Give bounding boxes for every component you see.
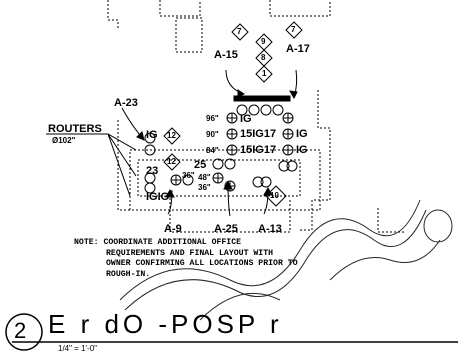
label-ig-r2: IG xyxy=(296,144,308,156)
work-area-outline xyxy=(129,149,321,211)
general-note: NOTE: COORDINATE ADDITIONAL OFFICE REQUI… xyxy=(74,238,298,280)
keynote-diamond-1 xyxy=(255,65,273,83)
callout-a9: A-9 xyxy=(164,223,182,235)
keynote-number: 8 xyxy=(261,53,266,62)
wall-top-mid xyxy=(159,0,201,17)
note-line: NOTE: COORDINATE ADDITIONAL OFFICE xyxy=(74,238,242,247)
wall-right xyxy=(300,90,331,231)
label-23: 23 xyxy=(146,165,159,177)
keynote-diamond-8 xyxy=(255,49,273,67)
arrow-a15 xyxy=(225,69,245,95)
keynote-diamond-7a xyxy=(231,23,249,41)
outlet-group-center xyxy=(212,158,236,192)
keynote-number: 7 xyxy=(291,25,296,34)
keynote-diamond-7b xyxy=(285,21,303,39)
keynote-number: 1 xyxy=(262,69,267,78)
equipment-box-top xyxy=(175,17,203,53)
counter-outline xyxy=(137,159,301,197)
receptacle-row-top xyxy=(236,104,284,116)
outlet-column-left xyxy=(226,112,238,156)
callout-a17: A-17 xyxy=(286,43,310,55)
routers-size: Ø102" xyxy=(52,136,76,145)
callout-a13: A-13 xyxy=(258,223,282,235)
outlet-column-right xyxy=(278,112,298,172)
note-line: REQUIREMENTS AND FINAL LAYOUT WITH xyxy=(106,248,274,258)
outlet-group-lower-right xyxy=(252,176,272,188)
outlet-group-left xyxy=(144,132,194,194)
keynote-number: 9 xyxy=(261,37,266,46)
note-line: OWNER CONFIRMING ALL LOCATIONS PRIOR TO xyxy=(106,259,298,269)
label-ig: IG xyxy=(146,129,158,141)
note-line: ROUGH-IN. xyxy=(106,269,151,279)
label-36-right: 36" xyxy=(198,183,211,192)
label-84: 84" xyxy=(206,146,219,155)
wall-top-left xyxy=(107,0,119,30)
label-ig-r1: IG xyxy=(296,128,308,140)
keynote-number: 7 xyxy=(237,27,242,36)
wall-left-office xyxy=(117,120,130,211)
label-25: 25 xyxy=(194,159,207,171)
watermark-shape xyxy=(119,199,453,321)
label-48: 48" xyxy=(198,173,211,182)
label-36-left: 36" xyxy=(182,171,195,180)
label-ig-top: IG xyxy=(240,113,252,125)
door-right xyxy=(377,208,404,233)
wall-top-right xyxy=(269,0,331,17)
callout-a23: A-23 xyxy=(114,97,138,109)
keynote-number: 10 xyxy=(270,191,279,200)
keynote-diamond-12a xyxy=(163,127,181,145)
drawing-scale: 1/4" = 1'-0" xyxy=(58,344,98,353)
label-15ig17-a: 15IG17 xyxy=(240,128,277,140)
label-15ig17-b: 15IG17 xyxy=(240,144,277,156)
routers-label: ROUTERS xyxy=(48,123,102,135)
detail-number-circle xyxy=(5,313,43,351)
routers-leader xyxy=(46,133,137,197)
label-90: 90" xyxy=(206,130,219,139)
keynote-diamond-9 xyxy=(255,33,273,51)
detail-number: 2 xyxy=(14,318,27,343)
keynote-number: 12 xyxy=(167,131,176,140)
lower-room xyxy=(169,198,291,233)
keynote-number: 12 xyxy=(167,157,176,166)
callout-a15: A-15 xyxy=(214,49,238,61)
callout-a25: A-25 xyxy=(214,223,238,235)
label-96: 96" xyxy=(206,114,219,123)
receptacle-bar xyxy=(233,95,291,102)
label-igig: IGIG xyxy=(146,191,170,203)
keynote-diamond-10 xyxy=(265,185,287,207)
keynote-diamond-12b xyxy=(163,153,181,171)
drawing-title: E r dO -POSP r xyxy=(48,309,283,339)
